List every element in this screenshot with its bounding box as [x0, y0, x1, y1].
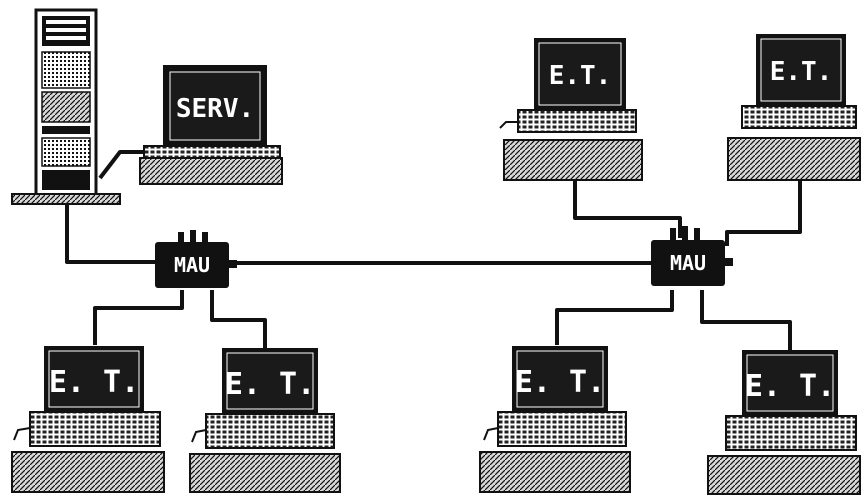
- cable-mau-right-to-et2: [725, 180, 802, 246]
- workstation-et-1: E.T.: [499, 38, 643, 181]
- cable-mau-right-to-et6: [700, 290, 792, 350]
- cable-server-to-tower: [98, 150, 160, 180]
- workstation-et-5: E. T.: [479, 346, 631, 493]
- server-monitor-label: SERV.: [176, 94, 254, 124]
- mau-hub-right: MAU: [651, 226, 733, 286]
- cable-tower-to-mau-left: [65, 205, 157, 264]
- workstation-et-3-label: E. T.: [49, 365, 139, 400]
- workstation-et-3: E. T.: [11, 346, 165, 493]
- workstation-et-6: E. T.: [707, 350, 861, 495]
- server-tower: [11, 8, 121, 205]
- cable-mau-right-to-et5: [555, 290, 674, 345]
- mau-hub-left-label: MAU: [174, 253, 210, 277]
- server-workstation: SERV.: [139, 65, 283, 185]
- mau-hub-left: MAU: [155, 230, 237, 288]
- cable-mau-left-to-et4: [210, 290, 267, 348]
- workstation-et-2-label: E.T.: [770, 57, 833, 87]
- workstation-et-1-label: E.T.: [549, 61, 612, 91]
- network-cables: [65, 150, 802, 350]
- workstation-et-2: E.T.: [727, 34, 861, 181]
- mau-hub-right-label: MAU: [670, 251, 706, 275]
- cable-mau-right-to-et1: [573, 180, 682, 238]
- cable-mau-left-to-et3: [93, 290, 184, 345]
- workstation-et-4: E. T.: [189, 348, 341, 493]
- server-keyboard: [139, 157, 283, 185]
- workstation-et-4-label: E. T.: [225, 367, 315, 402]
- workstation-et-6-label: E. T.: [745, 369, 835, 404]
- workstation-et-5-label: E. T.: [515, 365, 605, 400]
